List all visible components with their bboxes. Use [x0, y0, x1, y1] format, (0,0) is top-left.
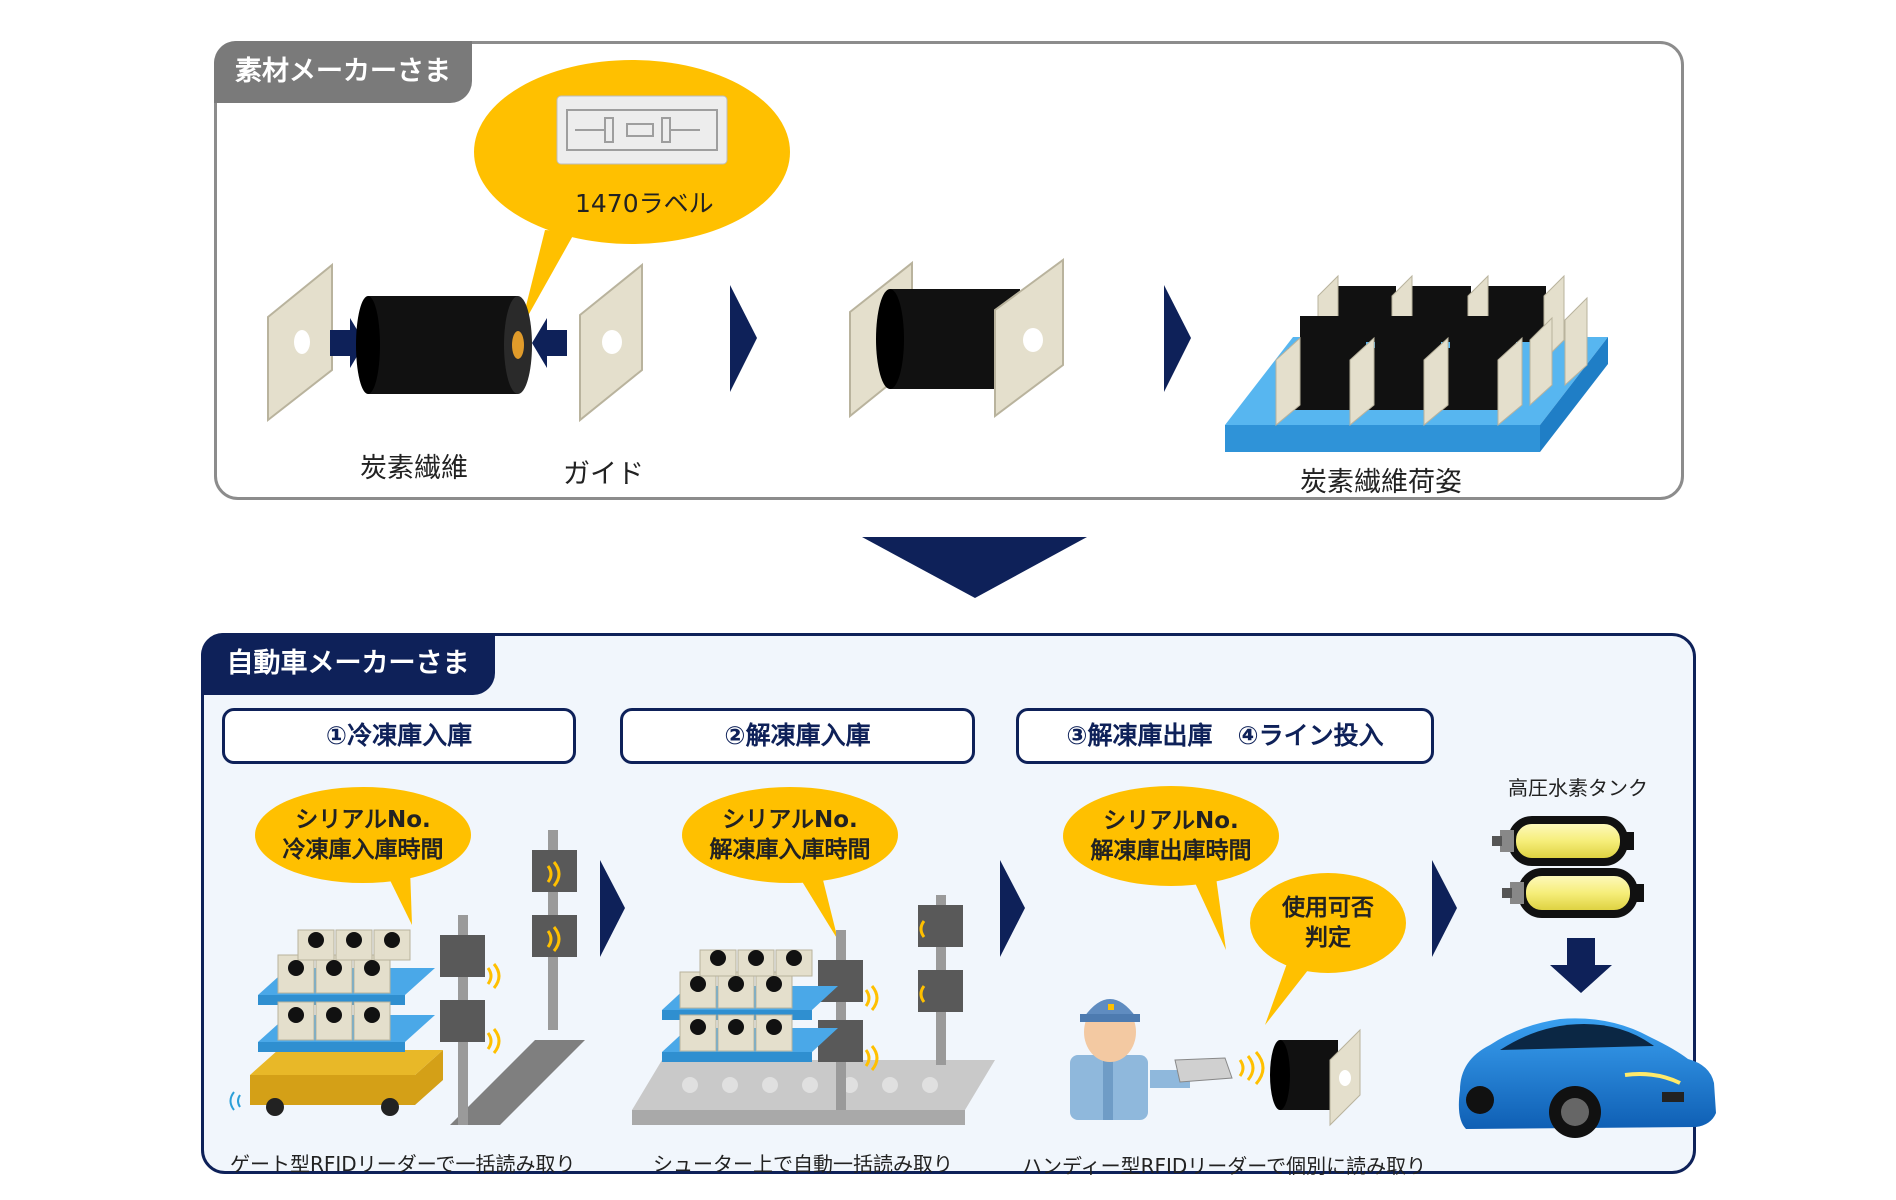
- supplier-tab: 素材メーカーさま: [214, 41, 472, 103]
- handy-caption: ハンディー型RFIDリーダーで個別に読み取り: [1022, 1154, 1427, 1178]
- bubble-4-shape: [1250, 873, 1406, 1025]
- handheld-reader-scene: [1070, 999, 1361, 1127]
- step-2-thaw-in: ②解凍庫入庫: [620, 708, 975, 764]
- chute-reader-scene: [632, 895, 995, 1125]
- arrow-left-icon: [532, 318, 567, 368]
- arrow-right-icon: [330, 318, 365, 368]
- guide-plate-left: [267, 262, 333, 423]
- rfid-label-caption: 1470ラベル: [575, 189, 714, 218]
- carbon-fiber-spool: [356, 296, 532, 394]
- chevron-right-icon: [1432, 860, 1457, 957]
- hydrogen-tank-icon: [1492, 816, 1644, 918]
- packaged-spools: [1225, 274, 1608, 452]
- bubble-1: シリアルNo. 冷凍庫入庫時間: [282, 807, 444, 863]
- automaker-tab: 自動車メーカーさま: [201, 633, 495, 695]
- bubble-4: 使用可否 判定: [1282, 895, 1374, 951]
- gate-caption: ゲート型RFIDリーダーで一括読み取り: [230, 1152, 576, 1176]
- gate-reader-scene: [229, 830, 585, 1125]
- rfid-label-callout: [474, 60, 790, 330]
- down-arrow-icon: [862, 537, 1087, 598]
- bubble-2: シリアルNo. 解凍庫入庫時間: [709, 807, 871, 863]
- packaging-label: 炭素繊維荷姿: [1300, 467, 1462, 498]
- step-3-4-thaw-out-line: ③解凍庫出庫 ④ライン投入: [1016, 708, 1434, 764]
- bubble-1-shape: [255, 787, 471, 925]
- car-icon: [1458, 1018, 1716, 1138]
- chevron-right-icon: [1164, 285, 1191, 392]
- down-arrow-icon: [1550, 938, 1612, 993]
- guide-label: ガイド: [563, 459, 644, 490]
- guide-plate-right: [579, 262, 643, 423]
- chevron-right-icon: [730, 285, 757, 392]
- carbon-fiber-label: 炭素繊維: [360, 453, 468, 484]
- bubble-3: シリアルNo. 解凍庫出庫時間: [1090, 808, 1252, 864]
- chevron-right-icon: [600, 860, 625, 957]
- tank-label: 高圧水素タンク: [1508, 776, 1648, 800]
- chevron-right-icon: [1000, 860, 1025, 957]
- assembled-spool: [849, 258, 1064, 419]
- step-1-freezer-in: ①冷凍庫入庫: [222, 708, 576, 764]
- bubble-3-shape: [1063, 786, 1279, 950]
- chute-caption: シューター上で自動一括読み取り: [653, 1152, 953, 1176]
- bubble-2-shape: [682, 787, 898, 940]
